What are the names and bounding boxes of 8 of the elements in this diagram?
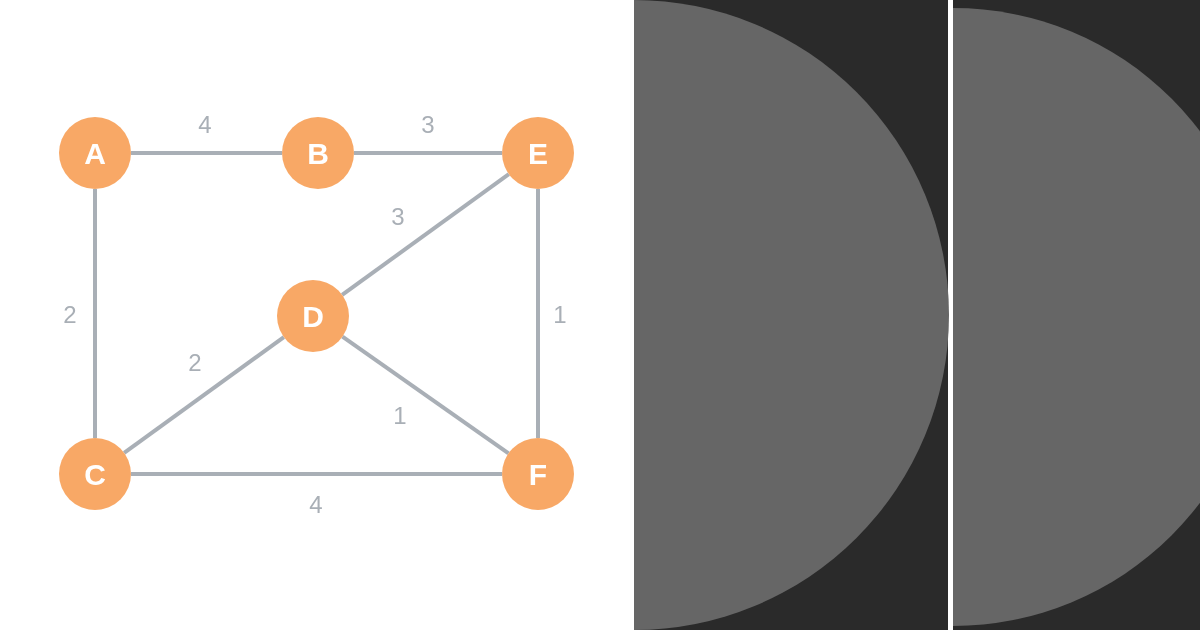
graph-edge: [341, 335, 510, 455]
graph-edge: [122, 335, 286, 455]
graph-edge: [340, 172, 511, 297]
graph-edge: [354, 151, 502, 155]
graph-edge: [536, 189, 540, 438]
graph-edge: [93, 189, 97, 438]
graph-edge: [131, 472, 502, 476]
graph-edge: [131, 151, 282, 155]
